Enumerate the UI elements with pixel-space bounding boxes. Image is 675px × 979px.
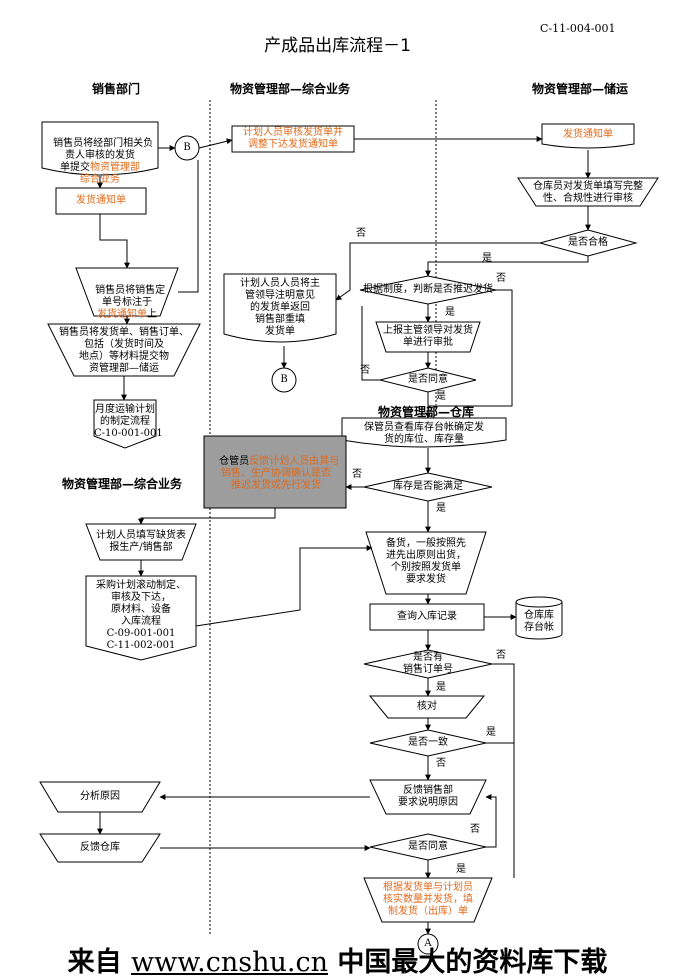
final-ship-trap	[363, 877, 493, 923]
node-has-order-no: 是否有 销售订单号	[403, 652, 453, 675]
mark-number-trap	[75, 267, 179, 317]
storage-check-trap	[517, 177, 659, 207]
edge-label-no: 否	[352, 469, 362, 480]
node-planner-return: 计划人员人员将主 管领导注明意见 的发货单返回 销售部重填 发货单	[240, 278, 320, 337]
feedback-sales-trap	[369, 779, 487, 815]
edge-label-yes: 是	[436, 682, 446, 693]
node-purchase-plan: 采购计划滚动制定、 审核及下达， 原材料、设备 入库流程 C-09-001-00…	[96, 580, 186, 651]
node-report-approval: 上报主管领导对发货 单进行审批	[383, 325, 473, 348]
connector-b-top-label: B	[183, 142, 191, 153]
node-query-records: 查询入库记录	[397, 611, 457, 622]
edge-label-yes: 是	[436, 391, 446, 402]
edge-label-no: 否	[496, 273, 506, 284]
node-feedback-warehouse: 反馈仓库	[80, 842, 120, 853]
footer-url-link[interactable]: www.cnshu.cn	[131, 947, 328, 978]
planner-return-doc	[223, 273, 337, 343]
connector-b-bottom-label: B	[280, 374, 288, 385]
edge-label-yes: 是	[482, 253, 492, 264]
document-id: C-11-004-001	[540, 22, 616, 35]
node-sales-review: 销售员将经部门相关负 责人审核的发货 单提交物资管理部 综合业务	[53, 138, 154, 185]
node-stock-enough: 库存是否能满足	[393, 481, 463, 492]
node-feedback-sales: 反馈销售部 要求说明原因	[398, 785, 458, 808]
node-judge-approval: 根据制度，判断是否推迟发货	[363, 284, 493, 295]
node-mark-number: 销售员将销售定 单号标注于发货通知单上	[95, 285, 166, 320]
node-consistent: 是否一致	[408, 737, 448, 748]
node-transport-plan: 月度运输计划 的制定流程 C-10-001-001	[94, 404, 163, 439]
verify-trap	[368, 695, 486, 719]
lane-material-general: 物资管理部—综合业务	[230, 82, 351, 96]
lane-material-storage: 物资管理部—储运	[532, 82, 629, 96]
node-ledger: 仓库库 存台帐	[524, 610, 554, 633]
footer-suffix: 中国最大的资料库下载	[337, 947, 608, 978]
node-verify: 核对	[417, 701, 437, 712]
ledger-cylinder-top	[515, 596, 563, 608]
feedback-warehouse-trap	[39, 833, 161, 863]
warehouse-feedback-rect	[203, 435, 347, 509]
node-delivery-notice: 发货通知单	[76, 195, 126, 206]
prepare-goods-trap	[365, 531, 487, 595]
node-is-qualified: 是否合格	[568, 237, 608, 248]
storage-notice-doc	[541, 123, 635, 149]
node-final-ship: 根据发货单与计划员 核实数量并发货，填 制发货（出库）单	[383, 882, 473, 917]
node-storage-check: 仓库员对发货单填写完整 性、合规性进行审核	[533, 181, 643, 204]
sales-review-doc	[41, 121, 159, 176]
shortage-form-trap	[85, 523, 197, 561]
node-plan-review: 计划人员审核发货单并 调整下达发货通知单	[243, 127, 343, 150]
edge-label-yes: 是	[456, 864, 466, 875]
edge-label-no: 否	[360, 365, 370, 376]
keeper-check-doc	[341, 417, 507, 448]
edge-label-yes: 是	[436, 503, 446, 514]
node-storage-notice: 发货通知单	[563, 129, 613, 140]
node-submit-docs: 销售员将发货单、销售订单、 包括（发货时间及 地点）等材料提交物 资管理部—储运	[59, 327, 189, 374]
report-approval-trap	[375, 321, 481, 353]
analyze-reason-trap	[39, 781, 161, 813]
lane-material-warehouse: 物资管理部—仓库	[378, 405, 475, 419]
edge-label-yes: 是	[445, 307, 455, 318]
edge-label-no: 否	[470, 824, 480, 835]
edge-label-no: 否	[436, 758, 446, 769]
lane-material-general-2: 物资管理部—综合业务	[62, 477, 183, 491]
node-shortage-form: 计划人员填写缺货表 报生产/销售部	[96, 530, 186, 553]
edge-label-no: 否	[496, 650, 506, 661]
query-records-rect	[369, 603, 485, 631]
edge-label-no: 否	[356, 228, 366, 239]
footer-prefix: 来自	[67, 947, 122, 978]
node-analyze-reason: 分析原因	[80, 791, 120, 802]
edge-label-yes: 是	[486, 727, 496, 738]
connector-a-label: A	[424, 938, 432, 949]
delivery-notice-rect	[55, 187, 147, 215]
page-title: 产成品出库流程－1	[264, 36, 411, 56]
transport-plan-shape	[93, 399, 157, 449]
footer-banner: 来自 www.cnshu.cn 中国最大的资料库下载	[0, 940, 675, 979]
node-prepare-goods: 备货，一般按照先 进先出原则出货， 个别按照发货单 要求发货	[386, 538, 466, 585]
purchase-plan-shape	[85, 575, 197, 661]
node-agree: 是否同意	[408, 374, 448, 385]
submit-docs-trap	[47, 323, 201, 377]
ledger-cylinder	[515, 602, 563, 640]
node-agree2: 是否同意	[408, 841, 448, 852]
node-warehouse-feedback: 仓管员反馈计划人员由其与 销售、生产协调确认是否 推迟发货或先行发货	[219, 456, 340, 491]
node-keeper-check: 保管员查看库存台帐确定发 货的库位、库存量	[364, 422, 484, 445]
lane-sales: 销售部门	[92, 82, 141, 96]
